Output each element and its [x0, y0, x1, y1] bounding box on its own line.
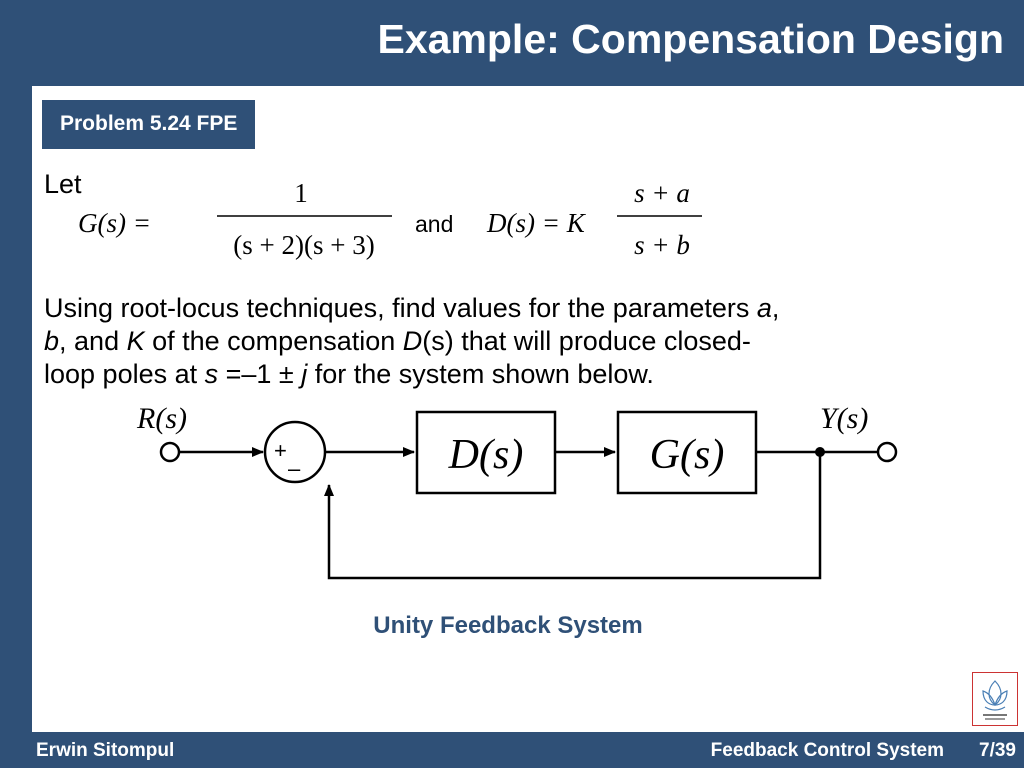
footer-course: Feedback Control System: [710, 740, 944, 761]
slide-content: Problem 5.24 FPE Let G(s) = 1 (s + 2)(s …: [32, 86, 1024, 732]
output-terminal: [876, 441, 898, 463]
formula-d-numerator: s + a: [634, 182, 690, 208]
feedback-path: [324, 452, 822, 580]
footer-author: Erwin Sitompul: [36, 740, 175, 761]
problem-statement: Using root-locus techniques, find values…: [44, 292, 1004, 391]
minus-sign: –: [288, 456, 301, 481]
plus-sign: +: [274, 438, 287, 463]
param-d: D: [402, 326, 423, 356]
problem-line-3: loop poles at s =–1 ± j for the system s…: [44, 358, 1004, 391]
formula-d-lhs: D(s) = K: [486, 208, 587, 238]
transfer-function-formulas: G(s) = 1 (s + 2)(s + 3) and D(s) = K s +…: [78, 182, 702, 260]
problem-text: =–1 ±: [218, 359, 302, 389]
input-label: R(s): [136, 402, 187, 435]
param-a: a: [756, 293, 772, 323]
page-number: 7/39: [979, 740, 1016, 761]
diagram-caption: Unity Feedback System: [373, 612, 643, 639]
problem-text: of the compensation: [144, 326, 403, 356]
let-label: Let: [44, 169, 82, 199]
formula-g-lhs: G(s) =: [78, 208, 151, 238]
block-diagram: R(s) Y(s) + – D(s) G(s): [136, 402, 898, 580]
problem-text: for the system shown below.: [307, 359, 654, 389]
problem-text: (s) that will produce closed-: [422, 326, 751, 356]
and-label: and: [415, 211, 453, 237]
plant-label: G(s): [650, 432, 725, 478]
output-label: Y(s): [820, 402, 868, 435]
input-terminal: [159, 441, 181, 463]
formula-d-denominator: s + b: [634, 230, 690, 260]
formula-g-numerator: 1: [294, 182, 308, 208]
compensator-label: D(s): [448, 432, 524, 478]
variable-s: s: [204, 359, 219, 389]
problem-badge: Problem 5.24 FPE: [42, 100, 256, 149]
slide-footer: Erwin Sitompul Feedback Control System 7…: [0, 732, 1024, 768]
plant-block: [616, 410, 758, 495]
problem-text: loop poles at: [44, 359, 205, 389]
problem-line-1: Using root-locus techniques, find values…: [44, 292, 1004, 325]
problem-text: ,: [771, 293, 780, 323]
formula-g-denominator: (s + 2)(s + 3): [233, 230, 374, 260]
param-b: b: [44, 326, 60, 356]
problem-line-2: b, and K of the compensation D(s) that w…: [44, 325, 1004, 358]
problem-text: , and: [59, 326, 127, 356]
slide-title: Example: Compensation Design: [377, 16, 1004, 62]
university-logo: [972, 672, 1018, 726]
param-k: K: [126, 326, 145, 356]
problem-text: Using root-locus techniques, find values…: [44, 293, 757, 323]
variable-j: j: [301, 359, 308, 389]
